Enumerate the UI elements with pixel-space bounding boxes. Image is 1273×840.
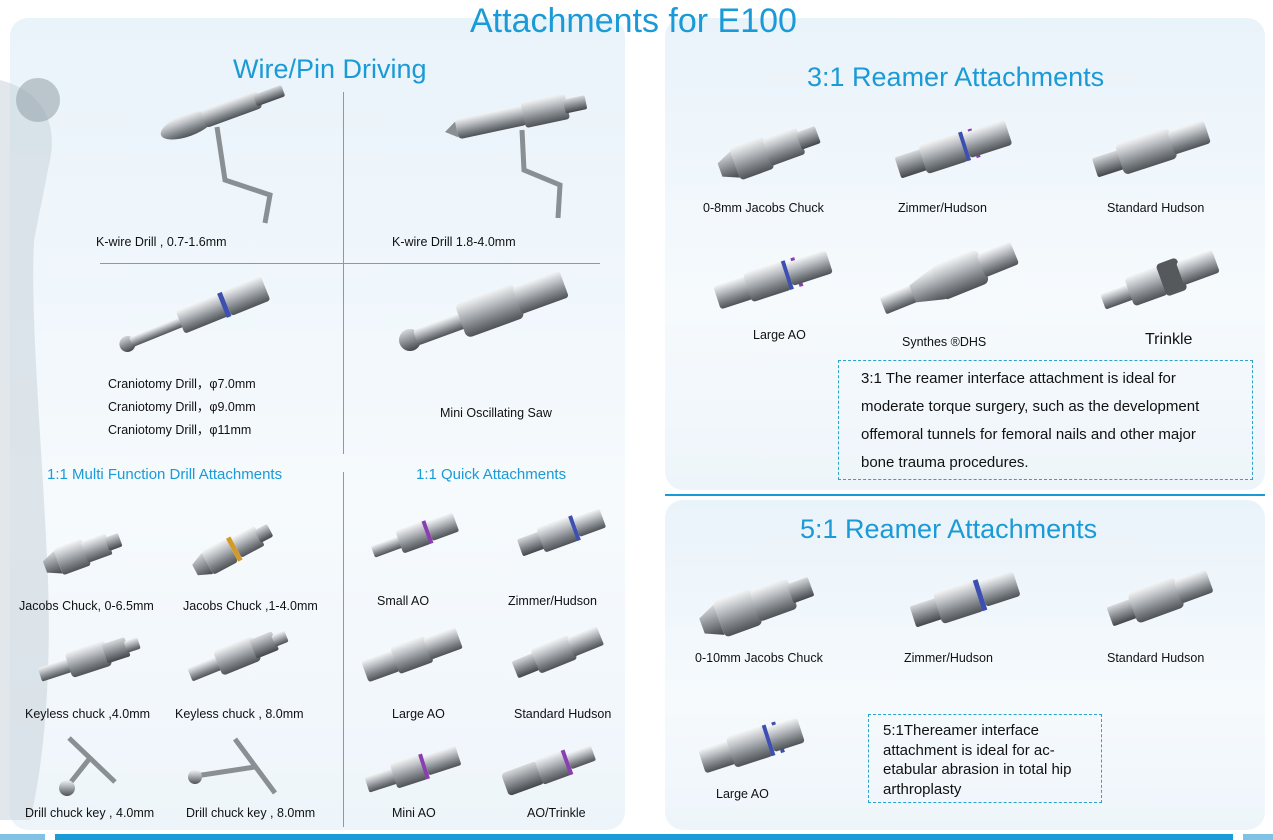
handpiece-silhouette [0, 78, 60, 820]
craniotomy-7mm-label: Craniotomy Drill，φ7.0mm [108, 377, 256, 391]
reamer-51-title: 5:1 Reamer Attachments [800, 514, 1098, 544]
reamer-51-note: 5:1Thereamer interface attachment is ide… [868, 714, 1102, 803]
craniotomy-drill-image [119, 277, 270, 353]
reamer-31-note-line-2: moderate torque surgery, such as the dev… [861, 398, 1200, 415]
r31-zimmer-hudson-image [895, 120, 1012, 178]
reamer-31-note: 3:1 The reamer interface attachment is i… [838, 360, 1253, 480]
mini-ao-image [365, 746, 461, 793]
ao-trinkle-label: AO/Trinkle [527, 806, 586, 820]
ao-trinkle-image [502, 745, 596, 796]
keyless-chuck-8-image [185, 623, 292, 688]
r31-trinkle-label: Trinkle [1145, 331, 1193, 348]
small-ao-label: Small AO [377, 594, 430, 608]
mini-ao-label: Mini AO [392, 806, 436, 820]
r31-synthes-dhs-image [880, 242, 1019, 314]
keyless-chuck-8-label: Keyless chuck , 8.0mm [175, 707, 304, 721]
small-ao-image [371, 513, 459, 558]
mini-oscillating-saw-image [399, 271, 569, 351]
r51-zimmer-hudson-image [910, 571, 1020, 627]
page-title: Attachments for E100 [470, 2, 797, 40]
right-section-divider [665, 494, 1265, 496]
r51-jacobs-chuck-image [699, 577, 814, 637]
r31-jacobs-chuck-image [717, 126, 821, 180]
r51-standard-hudson-label: Standard Hudson [1107, 651, 1205, 665]
right-panel-bottom [665, 500, 1265, 830]
r31-large-ao-label: Large AO [753, 328, 806, 342]
r51-zimmer-hudson-label: Zimmer/Hudson [904, 651, 993, 665]
drill-chuck-key-8-image [188, 737, 278, 795]
drill-chuck-key-4-label: Drill chuck key , 4.0mm [25, 806, 155, 820]
jacobs-chuck-65-image [40, 526, 125, 581]
r31-large-ao-image [714, 250, 833, 309]
r31-trinkle-image [1100, 250, 1220, 309]
k-wire-drill-small-image [160, 85, 285, 224]
craniotomy-9mm-label: Craniotomy Drill，φ9.0mm [108, 400, 256, 414]
reamer-31-note-line-4: bone trauma procedures. [861, 454, 1029, 471]
multi-function-title: 1:1 Multi Function Drill Attachments [47, 466, 283, 483]
jacobs-chuck-40-label: Jacobs Chuck ,1-4.0mm [183, 599, 318, 613]
r31-zimmer-hudson-label: Zimmer/Hudson [898, 201, 987, 215]
reamer-31-note-line-3: offemoral tunnels for femoral nails and … [861, 426, 1196, 443]
quick-zimmer-hudson-label: Zimmer/Hudson [508, 594, 597, 608]
reamer-51-note-line-1: 5:1Thereamer interface [883, 722, 1039, 739]
quick-large-ao-label: Large AO [392, 707, 445, 721]
jacobs-chuck-65-label: Jacobs Chuck, 0-6.5mm [19, 599, 154, 613]
reamer-51-note-line-4: arthroplasty [883, 780, 962, 798]
bottom-stripe-right [1243, 834, 1273, 840]
keyless-chuck-4-image [35, 630, 143, 688]
reamer-51-note-line-2: attachment is ideal for ac- [883, 741, 1055, 759]
bottom-stripe-main [55, 834, 1233, 840]
r51-large-ao-image [699, 718, 805, 773]
k-wire-drill-large-image [445, 93, 587, 219]
wire-divider-vertical [343, 92, 344, 454]
lower-left-divider [343, 472, 344, 827]
r51-standard-hudson-image [1107, 570, 1213, 626]
wire-divider-horizontal [100, 263, 600, 264]
drill-chuck-key-4-image [59, 736, 117, 796]
quick-attachments-title: 1:1 Quick Attachments [416, 466, 567, 483]
r31-synthes-dhs-label: Synthes ®DHS [902, 335, 987, 349]
r31-standard-hudson-image [1092, 120, 1211, 177]
reamer-31-note-line-1: 3:1 The reamer interface attachment is i… [861, 370, 1176, 387]
wire-pin-title: Wire/Pin Driving [233, 54, 427, 84]
mini-oscillating-saw-label: Mini Oscillating Saw [440, 406, 552, 420]
k-wire-drill-large-label: K-wire Drill 1.8-4.0mm [392, 235, 516, 249]
quick-standard-hudson-label: Standard Hudson [514, 707, 612, 721]
r51-large-ao-label: Large AO [716, 787, 769, 801]
r31-jacobs-chuck-label: 0-8mm Jacobs Chuck [703, 201, 824, 215]
craniotomy-11mm-label: Craniotomy Drill，φ11mm [108, 423, 252, 437]
quick-large-ao-image [362, 628, 463, 682]
quick-zimmer-hudson-image [517, 509, 606, 556]
r51-jacobs-chuck-label: 0-10mm Jacobs Chuck [695, 651, 823, 665]
reamer-51-note-line-3: etabular abrasion in total hip [883, 761, 1072, 778]
k-wire-drill-small-label: K-wire Drill , 0.7-1.6mm [96, 235, 227, 249]
jacobs-chuck-40-image [192, 524, 273, 576]
quick-standard-hudson-image [512, 626, 604, 678]
drill-chuck-key-8-label: Drill chuck key , 8.0mm [186, 806, 316, 820]
reamer-31-title: 3:1 Reamer Attachments [807, 62, 1105, 92]
r31-standard-hudson-label: Standard Hudson [1107, 201, 1205, 215]
keyless-chuck-4-label: Keyless chuck ,4.0mm [25, 707, 151, 721]
bottom-stripe-left [0, 834, 45, 840]
